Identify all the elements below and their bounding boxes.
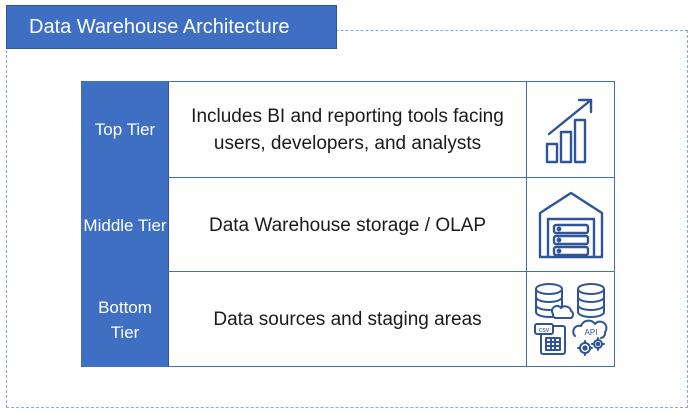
diagram-frame: [6, 30, 688, 408]
tier-description-top: Includes BI and reporting tools facing u…: [169, 82, 527, 177]
data-sources-icon: csv API: [528, 272, 614, 367]
tier-description-middle: Data Warehouse storage / OLAP: [169, 178, 527, 272]
bar-chart-growth-icon: [528, 82, 614, 177]
diagram-title: Data Warehouse Architecture: [6, 5, 337, 49]
warehouse-server-icon: [528, 178, 614, 272]
tier-row-bottom: Bottom Tier Data sources and staging are…: [82, 271, 614, 367]
tier-label-top: Top Tier: [82, 82, 169, 177]
tier-row-top: Top Tier Includes BI and reporting tools…: [82, 82, 614, 177]
tier-label-middle: Middle Tier: [82, 178, 169, 272]
tier-table: Top Tier Includes BI and reporting tools…: [81, 81, 615, 367]
tier-description-bottom: Data sources and staging areas: [169, 272, 527, 367]
csv-tag: csv: [539, 327, 550, 334]
api-tag: API: [585, 328, 598, 337]
tier-row-middle: Middle Tier Data Warehouse storage / OLA…: [82, 177, 614, 272]
tier-label-bottom: Bottom Tier: [82, 272, 169, 367]
